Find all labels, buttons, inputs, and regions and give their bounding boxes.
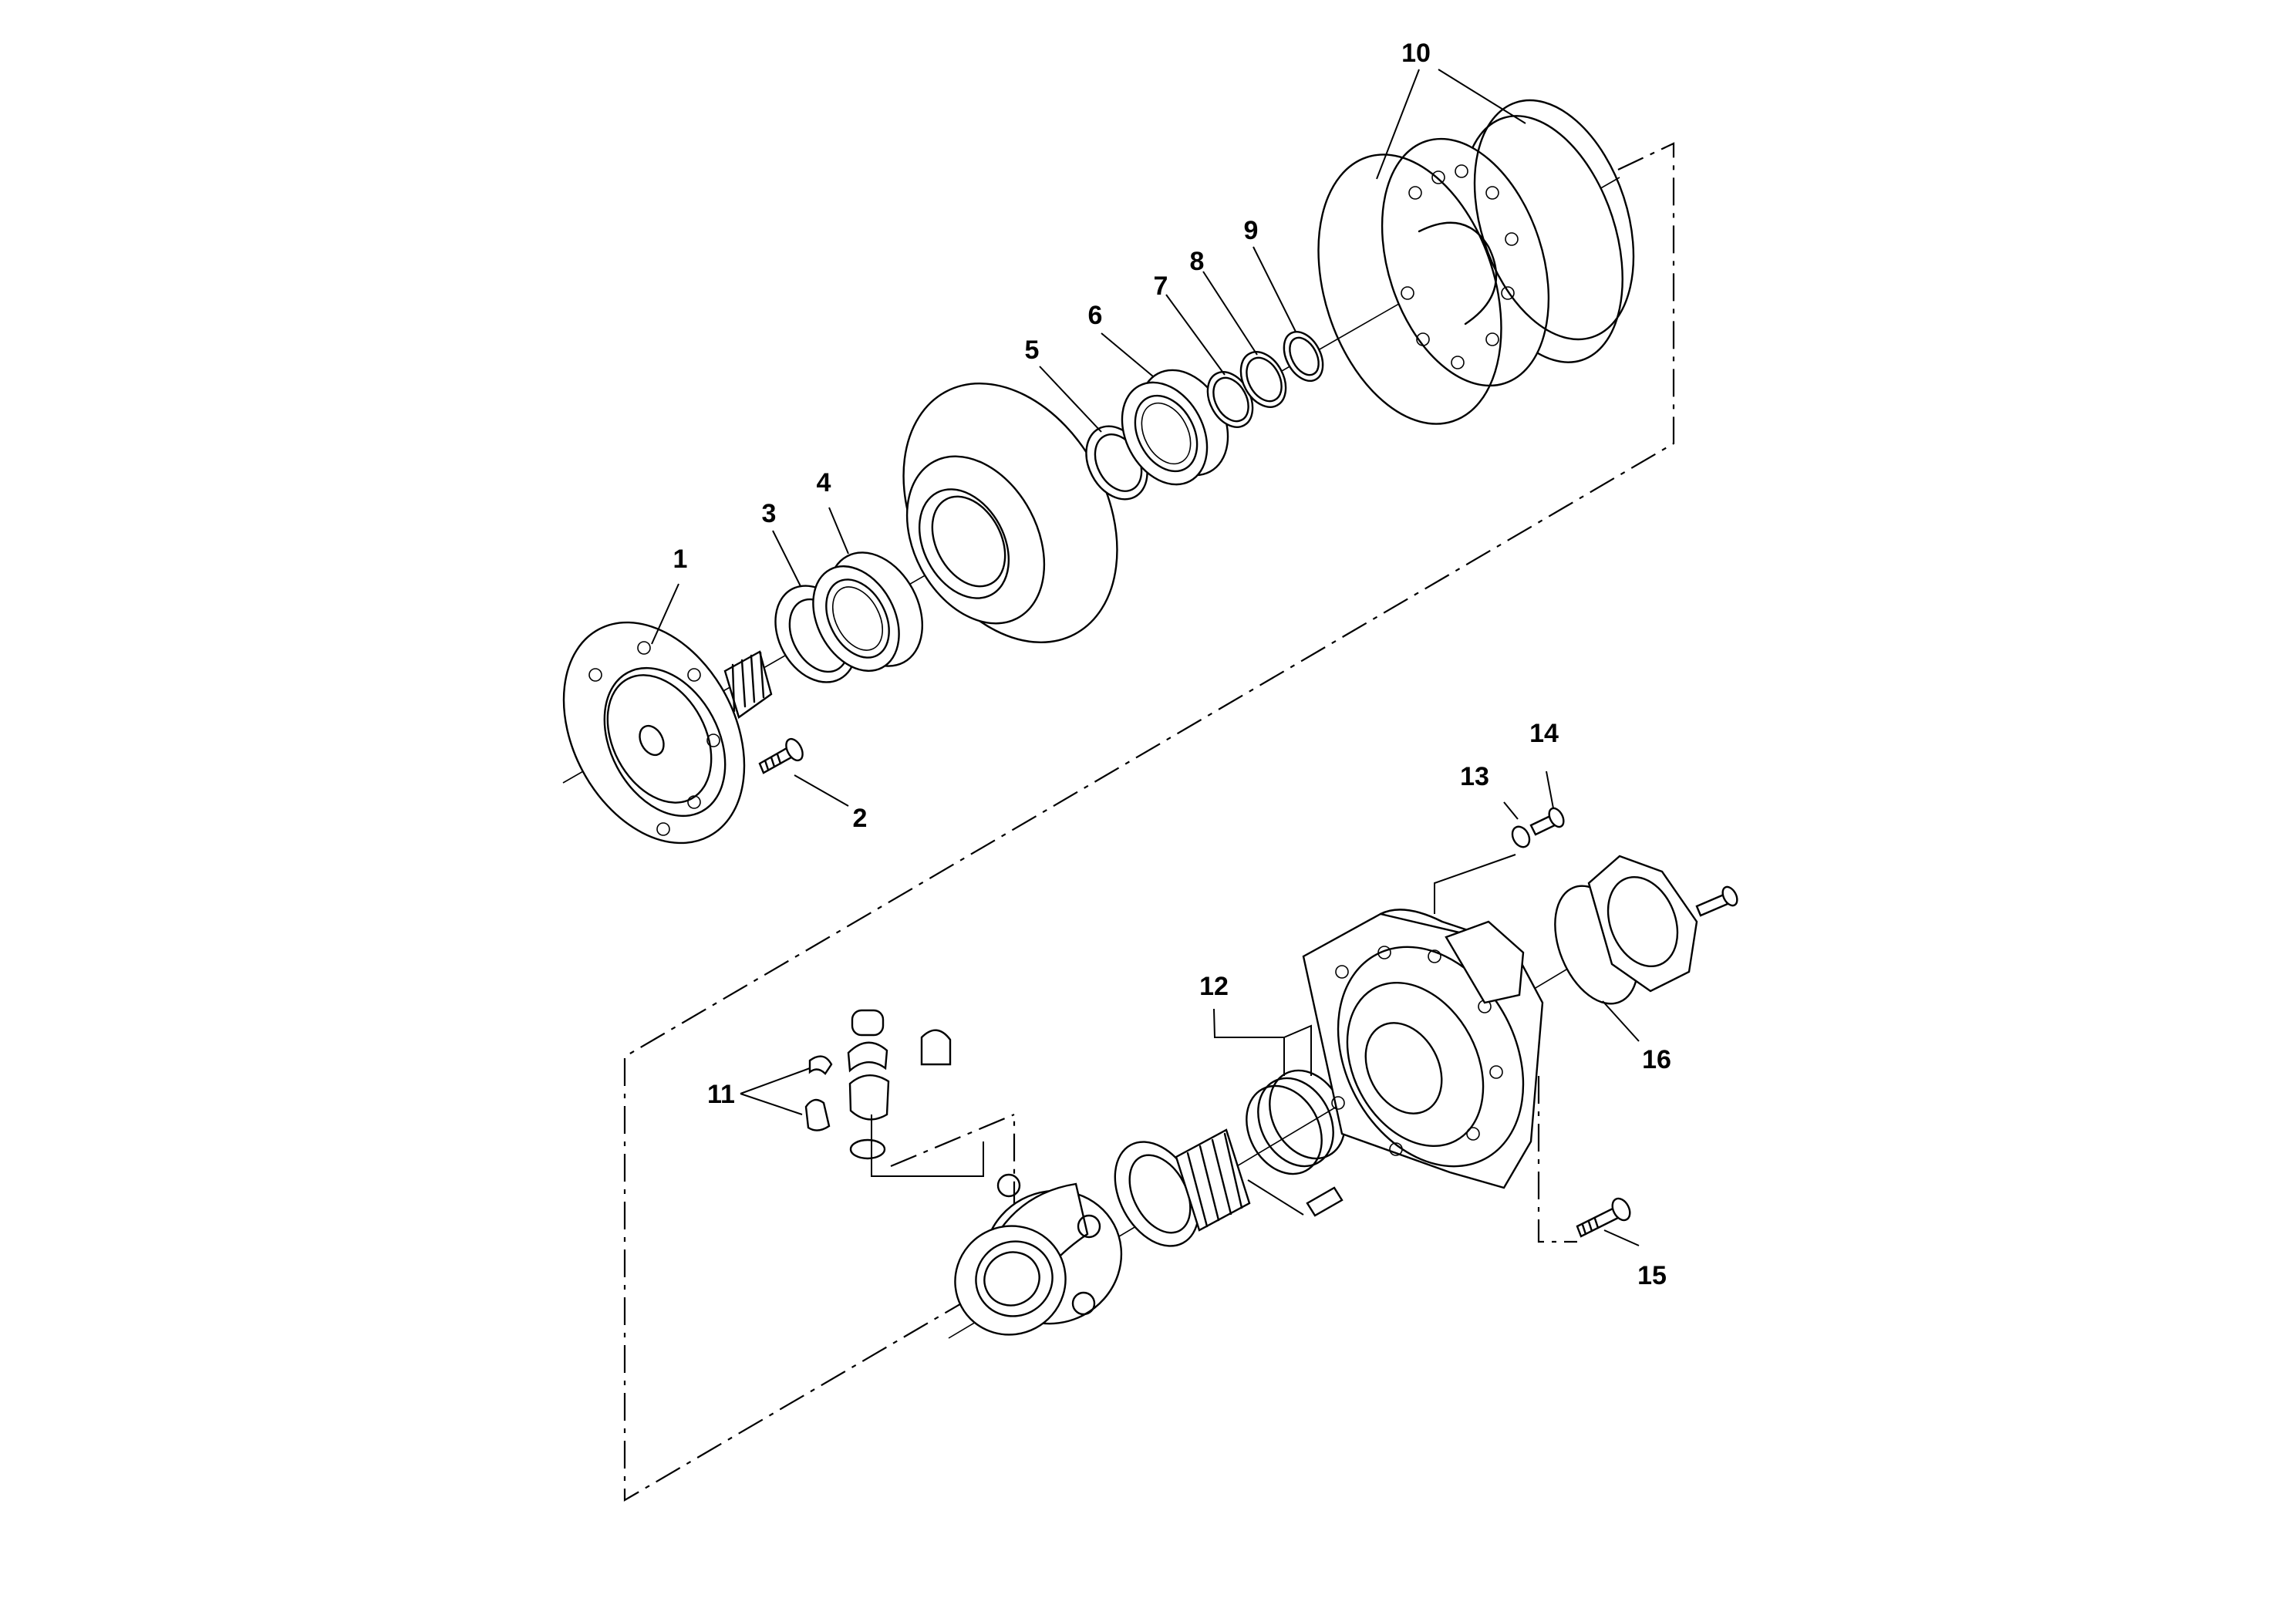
callout-2: 2	[853, 804, 868, 833]
callout-6: 6	[1088, 301, 1103, 330]
callout-labels: 1 2 3 4 5 6 7 8 9 10 11 12 13 14 15 16	[673, 39, 1671, 1290]
small-screw-part	[1529, 807, 1565, 836]
piston-roller-parts	[804, 1009, 952, 1160]
cam-ring-part	[1317, 99, 1635, 425]
callout-1: 1	[673, 545, 688, 574]
cover-plate-part	[1587, 855, 1738, 993]
washer-part	[1511, 825, 1531, 848]
hub-housing-part	[902, 383, 1118, 643]
callout-5: 5	[1025, 336, 1040, 365]
bearing-part-6	[1121, 369, 1229, 486]
callout-7: 7	[1154, 271, 1168, 301]
callout-16: 16	[1642, 1045, 1671, 1074]
lower-bearing-part	[1114, 1128, 1251, 1247]
assembly-route-lines	[623, 142, 1675, 1502]
callout-8: 8	[1190, 247, 1205, 276]
snap-ring-9	[1283, 331, 1324, 382]
callout-9: 9	[1244, 216, 1259, 245]
callout-4: 4	[817, 468, 831, 497]
cylinder-block-part	[954, 1173, 1123, 1336]
retaining-ring-8	[1239, 351, 1287, 408]
callout-12: 12	[1199, 972, 1229, 1001]
callout-13: 13	[1460, 762, 1489, 791]
drive-flange-part	[562, 621, 773, 845]
callout-11: 11	[707, 1080, 735, 1109]
callout-15: 15	[1637, 1261, 1667, 1290]
callout-10: 10	[1401, 39, 1431, 68]
callout-14: 14	[1529, 719, 1559, 748]
flange-screw-part	[758, 737, 804, 774]
callout-3: 3	[762, 499, 777, 528]
housing-bolt-part	[1576, 1197, 1631, 1238]
motor-housing-part	[1302, 909, 1544, 1189]
bearing-part-4	[812, 551, 924, 672]
callout-leaders	[651, 69, 1640, 1246]
